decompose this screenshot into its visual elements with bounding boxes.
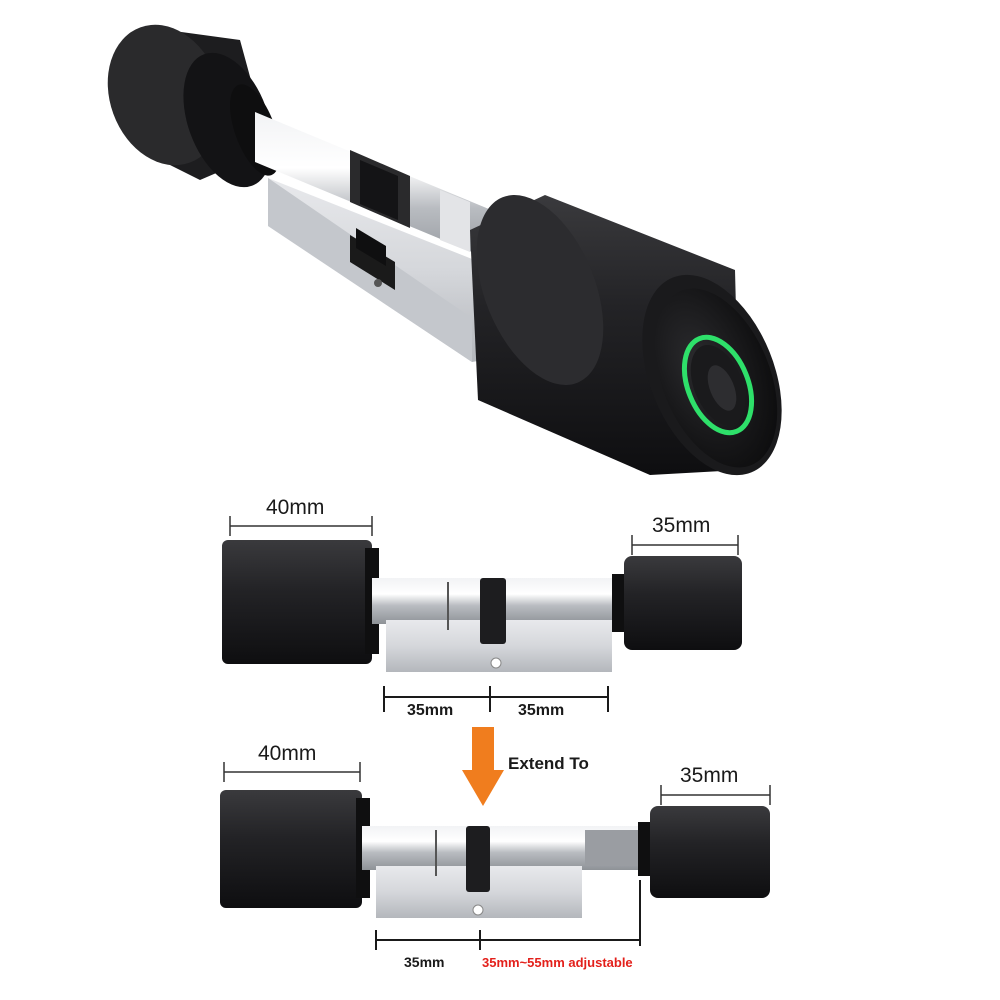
diagram1-right-knob-label: 35mm — [652, 514, 711, 537]
cylinder-housing — [268, 178, 540, 362]
diagram-extended — [220, 762, 771, 950]
diagram2-right-knob-label: 35mm — [680, 764, 739, 787]
diagram1-left-knob-label: 40mm — [266, 496, 325, 519]
diagram2-body-left-label: 35mm — [404, 954, 445, 970]
dimension-line-left-knob — [223, 762, 361, 782]
dimension-line-right-knob — [631, 535, 739, 555]
extend-to-label: Extend To — [508, 754, 589, 773]
cam — [466, 826, 490, 892]
dimension-line-left-knob — [229, 516, 373, 536]
right-knob — [624, 556, 742, 650]
lock-photo — [107, 24, 782, 476]
diagram1-body-left-label: 35mm — [407, 702, 454, 719]
left-knob — [222, 540, 372, 664]
diagram1-body-right-label: 35mm — [518, 702, 565, 719]
diagram2-left-knob-label: 40mm — [258, 742, 317, 765]
dimension-line-body — [383, 686, 609, 712]
dimension-line-right-knob — [660, 785, 771, 805]
back-knob — [107, 24, 280, 188]
left-knob — [220, 790, 362, 908]
front-knob — [470, 195, 782, 476]
fingerprint-sensor-icon — [681, 334, 755, 436]
right-knob — [650, 806, 770, 898]
diagram-standard — [222, 516, 742, 712]
shaft — [255, 112, 520, 272]
dimension-line-body — [375, 880, 641, 950]
cam — [480, 578, 506, 644]
down-arrow-icon — [462, 727, 504, 806]
adjustable-range-label: 35mm~55mm adjustable — [482, 955, 633, 970]
cylinder-housing — [386, 620, 612, 672]
